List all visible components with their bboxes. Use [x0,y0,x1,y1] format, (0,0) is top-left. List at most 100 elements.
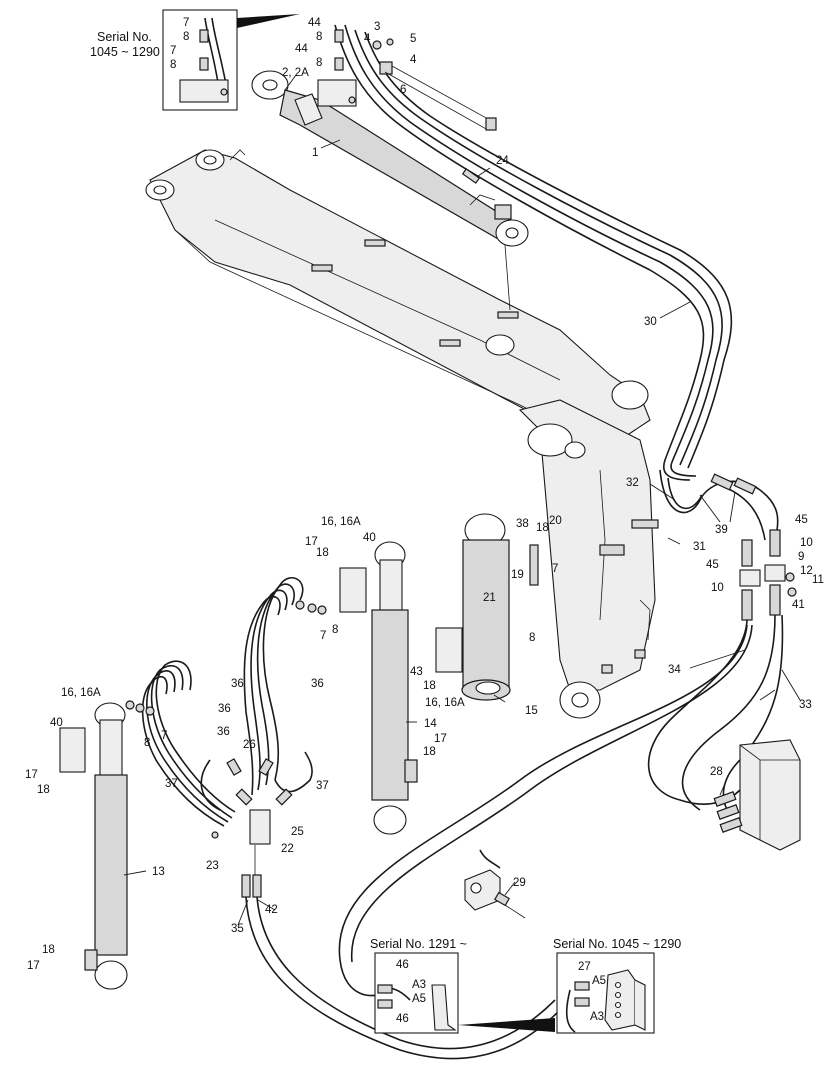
callout: 17 [434,733,447,745]
callout: 14 [424,718,437,730]
callout: 8 [144,737,150,749]
callout: 18 [536,522,549,534]
callout: A3 [590,1011,604,1023]
callout: 46 [396,959,409,971]
callout: 15 [525,705,538,717]
callout: 8 [170,59,176,71]
callout: A5 [412,993,426,1005]
callout: 4 [364,33,371,45]
callout: 18 [42,944,55,956]
callout: 6 [400,84,406,96]
callout: 1 [312,147,318,159]
callout: 33 [799,699,812,711]
callout: 32 [626,477,639,489]
callout: 45 [795,514,808,526]
callout: 17 [27,960,40,972]
cylinder-13 [59,702,128,990]
callout: 8 [316,57,322,69]
bottom-center-inset [374,952,555,1034]
callout: A5 [592,975,606,987]
callout: 17 [305,536,318,548]
callout: 7 [170,45,176,57]
long-hose-bundle [334,24,779,541]
callout: 8 [183,31,189,43]
boom-structure [145,149,659,719]
callout: 44 [295,43,308,55]
callout: 16, 16A [321,516,361,528]
callout: 43 [410,666,423,678]
callout: 37 [316,780,329,792]
callout: 22 [281,843,294,855]
callout: 16, 16A [61,687,101,699]
bottom-center-inset-note: Serial No. 1291 ~ [370,937,467,951]
callout: 10 [800,537,813,549]
callout: 17 [25,769,38,781]
callout: 38 [516,518,529,530]
callout: 40 [50,717,63,729]
callout: 13 [152,866,165,878]
callout: 8 [332,624,338,636]
callout: 26 [243,739,256,751]
callout: 11 [812,574,824,586]
callout: 8 [529,632,535,644]
callout: 20 [549,515,562,527]
callout: 44 [308,17,321,29]
callout: 28 [710,766,723,778]
callout: 30 [644,316,657,328]
notes: Serial No. 1045 ~ 1290 Serial No. 1291 ~… [90,30,681,951]
callout: 29 [513,877,526,889]
callout: 18 [423,680,436,692]
callout: 46 [396,1013,409,1025]
callout: 31 [693,541,706,553]
callout: 24 [496,155,509,167]
callout: 19 [511,569,524,581]
callout: 45 [706,559,719,571]
callout: 35 [231,923,244,935]
cylinder-14 [339,541,418,835]
callout: 25 [291,826,304,838]
callout: 4 [410,54,417,66]
leader-lines [123,74,801,926]
callout: 18 [316,547,329,559]
callout: 36 [231,678,244,690]
cylinder-15 [435,513,539,701]
callout: 27 [578,961,591,973]
callout: 5 [410,33,416,45]
callout: 8 [316,31,322,43]
top-inset-note-line1: Serial No. [97,30,152,44]
callout: 16, 16A [425,697,465,709]
callout-labels: 7 8 7 8 44 8 44 8 3 4 5 4 6 2, 2A 1 24 3… [25,17,824,1025]
top-inset [162,9,300,111]
bottom-right-inset [556,952,655,1034]
callout: 18 [423,746,436,758]
callout: 3 [374,21,380,33]
callout: 36 [311,678,324,690]
callout: 18 [37,784,50,796]
mid-hose-loops [125,577,327,845]
valve-block-28 [713,739,801,851]
callout: 36 [217,726,230,738]
cylinder-head-fittings [317,29,497,131]
callout: 40 [363,532,376,544]
block-29 [464,849,526,919]
callout: 7 [161,730,167,742]
callout: 41 [792,599,805,611]
bottom-right-inset-note: Serial No. 1045 ~ 1290 [553,937,681,951]
callout: 37 [165,778,178,790]
callout: 21 [483,592,496,604]
callout: 7 [183,17,189,29]
callout: 2, 2A [282,67,309,79]
callout: 42 [265,904,278,916]
callout: 7 [320,630,326,642]
callout: A3 [412,979,426,991]
callout: 9 [798,551,804,563]
callout: 23 [206,860,219,872]
top-inset-note-line2: 1045 ~ 1290 [90,45,160,59]
callout: 39 [715,524,728,536]
callout: 10 [711,582,724,594]
callout: 36 [218,703,231,715]
callout: 7 [552,563,558,575]
callout: 34 [668,664,681,676]
callout: 12 [800,565,813,577]
